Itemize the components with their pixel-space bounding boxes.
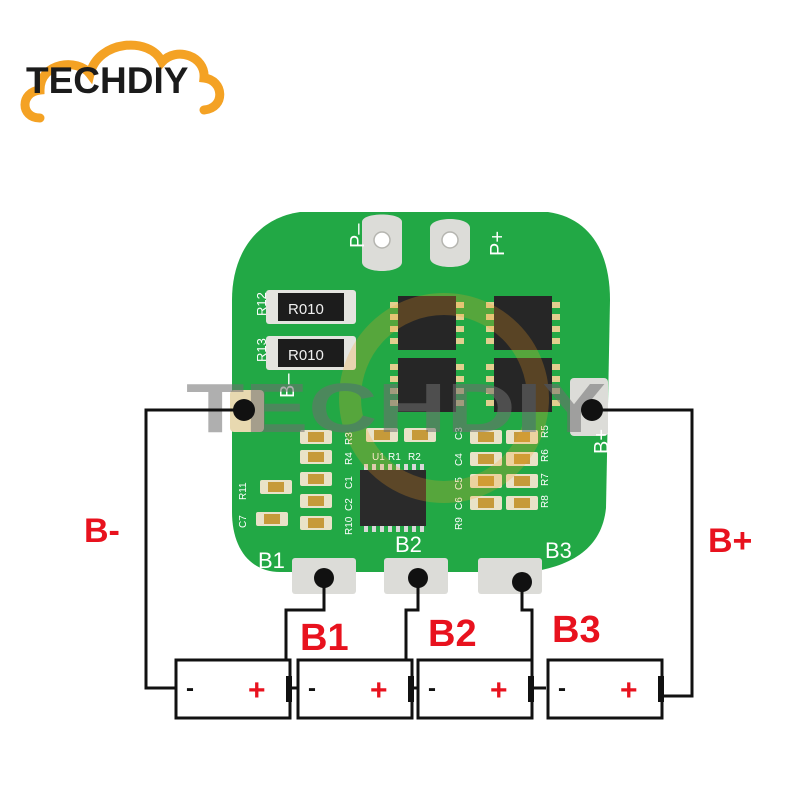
label-b1: B1 <box>300 617 349 659</box>
r13-label: R13 <box>254 338 269 362</box>
b-plus-silk: B+ <box>591 429 613 454</box>
wire-b-plus <box>592 408 694 698</box>
protection-ic <box>360 464 426 532</box>
cell-plus-sign: + <box>620 674 638 707</box>
dot-b-plus <box>581 399 603 421</box>
dot-b1 <box>314 568 334 588</box>
silk-c2: C2 <box>344 498 355 511</box>
silkscreen-labels: R3 R4 U1 R1 R2 C3 C4 R5 R6 R7 R8 R9 C6 C… <box>238 425 551 535</box>
logo-cloud <box>20 40 225 123</box>
r12-label: R12 <box>254 292 269 316</box>
silk-c7: C7 <box>238 515 249 528</box>
silk-r1: R1 <box>388 452 401 463</box>
mosfet-group <box>390 296 560 412</box>
b-minus-silk: B– <box>277 373 299 398</box>
smd-part <box>256 512 288 526</box>
silk-r7: R7 <box>540 473 551 486</box>
silk-c1: C1 <box>344 476 355 489</box>
p-plus-pad: P+ <box>430 219 509 267</box>
pcb-edge <box>300 212 312 216</box>
techdiy-logo: TECHDIY <box>20 40 225 123</box>
smd-part <box>506 496 538 510</box>
battery-cell: -+ <box>296 658 414 720</box>
tap-b2-silk: B2 <box>395 532 422 557</box>
cell-plus-sign: + <box>370 674 388 707</box>
cell-plus-sign: + <box>490 674 508 707</box>
silk-c4: C4 <box>454 453 465 466</box>
watermark-text: TECHDIY <box>186 369 606 447</box>
p-minus-label: P– <box>347 223 369 248</box>
smd-part <box>300 494 332 508</box>
resistor-r13: R010 R13 <box>254 336 356 370</box>
silk-r6: R6 <box>540 449 551 462</box>
dot-b-minus <box>233 399 255 421</box>
wire-b-minus <box>144 408 244 690</box>
smd-part <box>506 430 538 444</box>
mosfet-chip <box>390 358 464 412</box>
cell-plus-sign: + <box>248 674 266 707</box>
silk-u1: U1 <box>372 452 385 463</box>
silk-r10: R10 <box>344 516 355 535</box>
silk-r3: R3 <box>344 432 355 445</box>
battery-cell: -+ <box>174 658 292 720</box>
watermark: TECHDIY <box>186 293 606 503</box>
battery-cell: -+ <box>416 658 534 720</box>
label-b2: B2 <box>428 613 477 655</box>
dot-b2 <box>408 568 428 588</box>
silk-c3: C3 <box>454 427 465 440</box>
resistor-r12: R010 R12 <box>254 290 356 324</box>
battery-cell: -+ <box>546 658 664 720</box>
watermark-ring <box>339 293 549 503</box>
mosfet-chip <box>486 358 560 412</box>
label-b3: B3 <box>552 609 601 651</box>
silk-r2: R2 <box>408 452 421 463</box>
smd-part <box>506 474 538 488</box>
silk-r4: R4 <box>344 452 355 465</box>
cell-minus-sign: - <box>558 675 566 702</box>
p-plus-label: P+ <box>487 231 509 256</box>
battery-cells: -+-+-+-+ <box>174 658 664 720</box>
label-b-minus: B- <box>84 512 120 550</box>
smd-part <box>366 428 398 442</box>
smd-part <box>404 428 436 442</box>
dot-b3 <box>512 572 532 592</box>
smd-part <box>300 516 332 530</box>
silk-r11: R11 <box>238 482 249 500</box>
smd-part <box>470 452 502 466</box>
cell-minus-sign: - <box>186 675 194 702</box>
smd-components <box>256 428 538 530</box>
tap-b1-silk: B1 <box>258 548 285 573</box>
tap-pad-b3 <box>478 558 542 594</box>
smd-part <box>470 430 502 444</box>
r13-value: R010 <box>288 347 324 364</box>
smd-part <box>300 472 332 486</box>
silk-c6: C6 <box>454 497 465 510</box>
label-b-plus: B+ <box>708 522 752 560</box>
smd-part <box>300 430 332 444</box>
pcb-board: P– P+ R010 R12 R010 R13 <box>230 212 613 594</box>
cell-minus-sign: - <box>308 675 316 702</box>
wire-b3-tap <box>520 580 546 690</box>
silk-r8: R8 <box>540 495 551 508</box>
logo-text: TECHDIY <box>26 60 189 101</box>
smd-part <box>300 450 332 464</box>
smd-part <box>260 480 292 494</box>
mosfet-chip <box>486 296 560 350</box>
tap-b3-silk: B3 <box>545 538 572 563</box>
smd-part <box>506 452 538 466</box>
smd-part <box>470 474 502 488</box>
p-minus-pad: P– <box>347 214 402 271</box>
connection-dots <box>233 399 603 592</box>
silk-c5: C5 <box>454 477 465 490</box>
silk-r5: R5 <box>540 425 551 438</box>
mosfet-chip <box>390 296 464 350</box>
silk-r9: R9 <box>454 517 465 530</box>
cell-minus-sign: - <box>428 675 436 702</box>
smd-part <box>470 496 502 510</box>
r12-value: R010 <box>288 301 324 318</box>
